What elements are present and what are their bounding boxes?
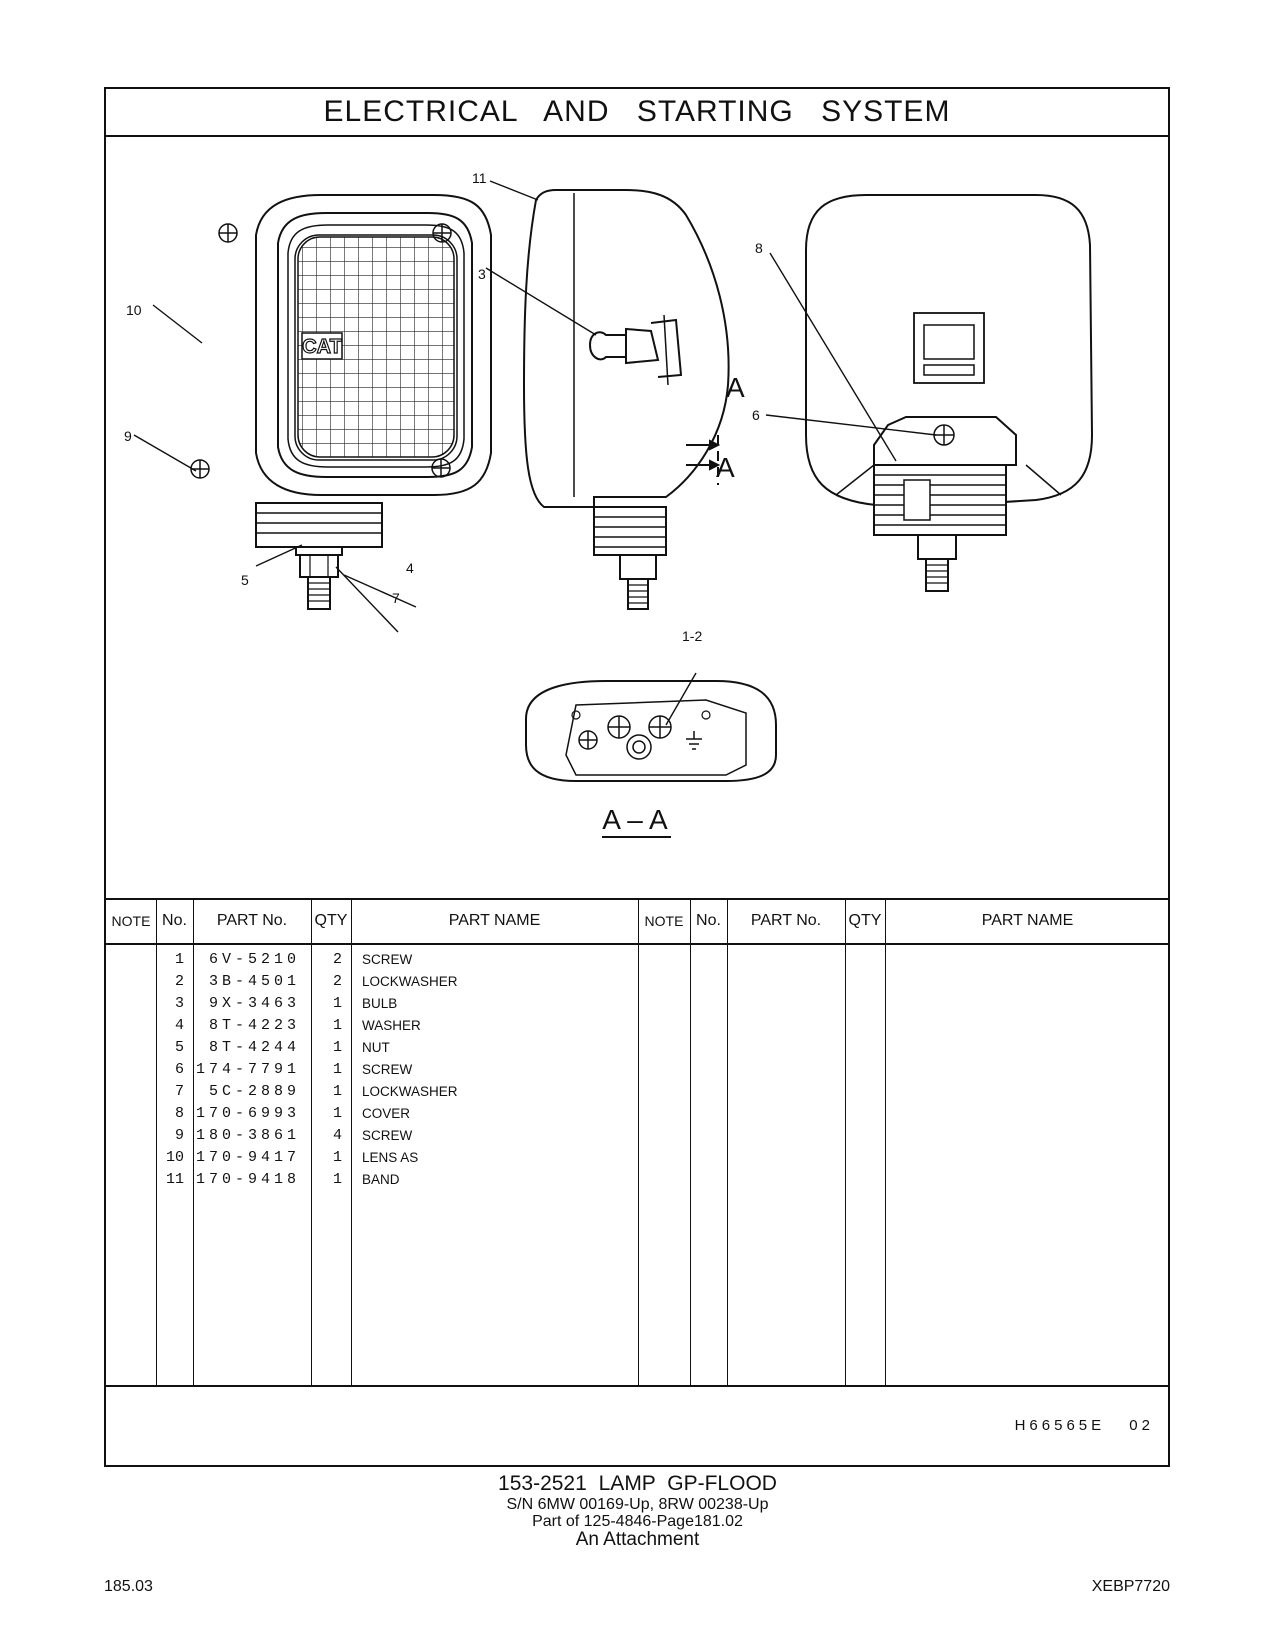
table-row: 1 6V-5210 2 SCREW — [106, 951, 638, 973]
row-quantity: 1 — [332, 1017, 342, 1034]
row-number: 9 — [174, 1127, 184, 1144]
table-row: 3 9X-3463 1 BULB — [106, 995, 638, 1017]
header-partno-left: PART No. — [216, 911, 288, 929]
callout-leaders — [133, 180, 937, 726]
rear-view-lamp — [805, 194, 1094, 592]
table-row: 10 170-9417 1 LENS AS — [106, 1149, 638, 1171]
callout-3: 3 — [478, 266, 486, 282]
caption-serial: S/N 6MW 00169-Up, 8RW 00238-Up — [506, 1496, 769, 1513]
row-number: 7 — [174, 1083, 184, 1100]
row-part-number: 170-9417 — [195, 1149, 300, 1166]
section-a-a-view — [525, 680, 777, 782]
row-part-name: SCREW — [362, 1062, 413, 1077]
row-part-number: 6V-5210 — [208, 951, 300, 968]
callout-4: 4 — [406, 560, 414, 576]
side-view-lamp — [522, 189, 730, 610]
callout-10: 10 — [126, 302, 142, 318]
row-number: 3 — [174, 995, 184, 1012]
row-part-name: LENS AS — [362, 1150, 419, 1165]
row-quantity: 1 — [332, 1039, 342, 1056]
row-part-name: SCREW — [362, 1128, 413, 1143]
row-number: 11 — [165, 1171, 184, 1188]
row-part-name: BULB — [362, 996, 398, 1011]
header-qty-left: QTY — [314, 911, 348, 929]
section-marker-top: A — [726, 372, 745, 403]
caption-attachment: An Attachment — [575, 1529, 700, 1550]
header-partname-left: PART NAME — [448, 911, 541, 929]
page-title: ELECTRICAL AND STARTING SYSTEM — [106, 89, 1168, 137]
parts-page-frame: ELECTRICAL AND STARTING SYSTEM CAT — [104, 87, 1170, 1467]
row-part-number: 8T-4244 — [208, 1039, 300, 1056]
row-quantity: 2 — [332, 951, 342, 968]
callout-6: 6 — [752, 407, 760, 423]
row-quantity: 1 — [332, 1149, 342, 1166]
row-part-number: 5C-2889 — [208, 1083, 300, 1100]
table-row: 5 8T-4244 1 NUT — [106, 1039, 638, 1061]
row-part-number: 170-6993 — [195, 1105, 300, 1122]
row-quantity: 1 — [332, 995, 342, 1012]
table-row: 4 8T-4223 1 WASHER — [106, 1017, 638, 1039]
caption-part-of: Part of 125-4846-Page181.02 — [532, 1513, 743, 1530]
row-number: 5 — [174, 1039, 184, 1056]
table-row: 7 5C-2889 1 LOCKWASHER — [106, 1083, 638, 1105]
callout-7: 7 — [392, 590, 400, 606]
row-part-name: COVER — [362, 1106, 411, 1121]
row-part-number: 9X-3463 — [208, 995, 300, 1012]
row-quantity: 4 — [332, 1127, 342, 1144]
row-number: 10 — [165, 1149, 184, 1166]
table-row: 2 3B-4501 2 LOCKWASHER — [106, 973, 638, 995]
row-quantity: 2 — [332, 973, 342, 990]
footer-page-number: 185.03 — [104, 1578, 153, 1595]
row-part-number: 8T-4223 — [208, 1017, 300, 1034]
cat-logo: CAT — [302, 336, 342, 358]
section-marker-bottom: A — [716, 452, 735, 483]
row-part-name: SCREW — [362, 952, 413, 967]
row-quantity: 1 — [332, 1083, 342, 1100]
parts-list-table: NOTE No. PART No. QTY PART NAME NOTE No.… — [106, 898, 1168, 1387]
header-qty-right: QTY — [848, 911, 882, 929]
row-quantity: 1 — [332, 1171, 342, 1188]
row-part-number: 180-3861 — [195, 1127, 300, 1144]
header-no-left: No. — [162, 911, 187, 929]
table-header: NOTE No. PART No. QTY PART NAME NOTE No.… — [106, 898, 1168, 945]
callout-1-2: 1-2 — [682, 628, 702, 644]
row-number: 1 — [174, 951, 184, 968]
row-number: 2 — [174, 973, 184, 990]
illustration-code: H66565E 02 — [1014, 1417, 1154, 1434]
row-part-number: 174-7791 — [195, 1061, 300, 1078]
section-title: A – A — [602, 804, 668, 835]
table-row: 11 170-9418 1 BAND — [106, 1171, 638, 1193]
header-partname-right: PART NAME — [981, 911, 1074, 929]
callout-11: 11 — [472, 170, 487, 186]
header-note-right: NOTE — [644, 912, 684, 929]
callout-8: 8 — [755, 240, 763, 256]
front-view-lamp: CAT — [190, 194, 492, 610]
lamp-drawing: CAT — [124, 170, 1094, 838]
row-number: 8 — [174, 1105, 184, 1122]
footer-doc-code: XEBP7720 — [1091, 1578, 1170, 1595]
row-part-name: LOCKWASHER — [362, 974, 458, 989]
row-number: 4 — [174, 1017, 184, 1034]
header-no-right: No. — [696, 911, 721, 929]
callout-9: 9 — [124, 428, 132, 444]
table-row: 8 170-6993 1 COVER — [106, 1105, 638, 1127]
caption-title: 153-2521 LAMP GP-FLOOD — [498, 1472, 777, 1495]
row-quantity: 1 — [332, 1061, 342, 1078]
row-part-name: WASHER — [362, 1018, 421, 1033]
table-row: 6 174-7791 1 SCREW — [106, 1061, 638, 1083]
table-row: 9 180-3861 4 SCREW — [106, 1127, 638, 1149]
row-part-name: BAND — [362, 1172, 400, 1187]
header-note-left: NOTE — [111, 912, 151, 929]
header-partno-right: PART No. — [750, 911, 822, 929]
row-part-name: LOCKWASHER — [362, 1084, 458, 1099]
row-part-name: NUT — [362, 1040, 390, 1055]
row-quantity: 1 — [332, 1105, 342, 1122]
exploded-illustration: CAT — [106, 135, 1168, 900]
callout-5: 5 — [241, 572, 249, 588]
row-part-number: 170-9418 — [195, 1171, 300, 1188]
row-part-number: 3B-4501 — [208, 973, 300, 990]
row-number: 6 — [174, 1061, 184, 1078]
